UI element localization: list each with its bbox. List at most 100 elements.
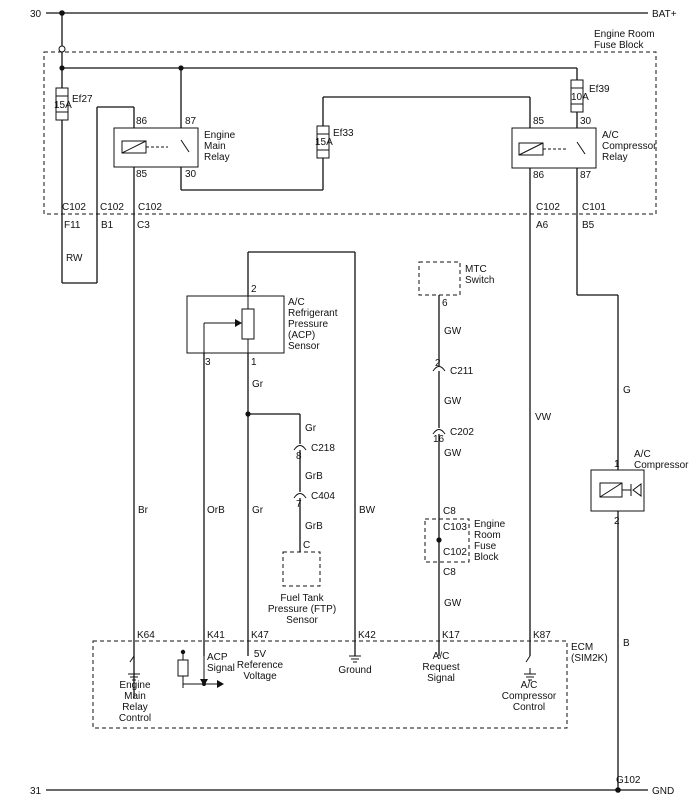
mtc-pin-6: 6 bbox=[442, 298, 448, 309]
engine-main-relay: 86 87 85 30 Engine Main Relay bbox=[113, 68, 323, 698]
emr-pin-30: 30 bbox=[185, 169, 197, 180]
conn-b5: B5 bbox=[582, 220, 595, 231]
wire-gr-1: Gr bbox=[252, 379, 264, 390]
engine-room-fuse-block: Engine Room Fuse Block bbox=[43, 29, 657, 215]
inline-pin-2: 2 bbox=[435, 358, 441, 369]
comp-label-1: A/C bbox=[634, 449, 651, 460]
ecm-emr-ctrl-4: Control bbox=[119, 713, 151, 724]
acr-label-3: Relay bbox=[602, 152, 628, 163]
ftp-sensor: C Fuel Tank Pressure (FTP) Sensor bbox=[268, 540, 336, 626]
ecm-ac-req-2: Request bbox=[422, 662, 459, 673]
mtc-label-2: Switch bbox=[465, 275, 494, 286]
acr-pin-86: 86 bbox=[533, 170, 545, 181]
ecm-ac-req-1: A/C bbox=[433, 651, 450, 662]
acp-label-1: A/C bbox=[288, 297, 305, 308]
ecm-pin-k42: K42 bbox=[358, 630, 376, 641]
wire-gw-1: GW bbox=[444, 326, 462, 337]
fb2-label-1: Engine bbox=[474, 519, 506, 530]
fb2-c8-bottom: C8 bbox=[443, 567, 456, 578]
conn-f11: F11 bbox=[64, 220, 81, 231]
acp-label-5: Sensor bbox=[288, 341, 320, 352]
fuse-block-connectors: C102 F11 C102 B1 C102 C3 C102 A6 C101 B5 bbox=[62, 202, 606, 231]
ground-point-g102: G102 bbox=[616, 775, 641, 786]
fuse-ef33: Ef33 15A bbox=[315, 96, 531, 190]
wire-gw-4: GW bbox=[444, 598, 462, 609]
emr-label-2: Main bbox=[204, 141, 226, 152]
wire-orb: OrB bbox=[207, 505, 225, 516]
ecm-ac-req-3: Signal bbox=[427, 673, 455, 684]
inline-c211: C211 bbox=[450, 366, 474, 377]
acr-pin-30: 30 bbox=[580, 116, 592, 127]
acp-label-2: Refrigerant bbox=[288, 308, 338, 319]
wire-br: Br bbox=[138, 505, 149, 516]
emr-label-3: Relay bbox=[204, 152, 230, 163]
wire-g: G bbox=[623, 385, 631, 396]
mtc-label-1: MTC bbox=[465, 264, 487, 275]
ac-request-line: 2 C211 16 C202 bbox=[432, 295, 474, 656]
fuse-ef33-rating: 15A bbox=[315, 137, 333, 148]
ecm-emr-ctrl-2: Main bbox=[124, 691, 146, 702]
wire-gr-2: Gr bbox=[252, 505, 264, 516]
ac-compressor: 1 2 A/C Compressor bbox=[590, 449, 689, 790]
ftp-label-1: Fuel Tank bbox=[280, 593, 324, 604]
fuse-ef39-rating: 10A bbox=[571, 92, 589, 103]
rail-bottom-label: GND bbox=[652, 786, 674, 797]
ecm-pin-k64: K64 bbox=[137, 630, 155, 641]
wire-gr-3: Gr bbox=[305, 423, 317, 434]
ecm-ground: Ground bbox=[338, 665, 371, 676]
conn-c102-a: C102 bbox=[62, 202, 86, 213]
fuse-ef33-name: Ef33 bbox=[333, 128, 354, 139]
acp-pin-1: 1 bbox=[251, 357, 257, 368]
inline-c218: C218 bbox=[311, 443, 335, 454]
ecm-pin-k87: K87 bbox=[533, 630, 551, 641]
fb2-label-4: Block bbox=[474, 552, 499, 563]
conn-b1: B1 bbox=[101, 220, 114, 231]
acp-label-4: (ACP) bbox=[288, 330, 315, 341]
ecm-comp-ctrl-1: A/C bbox=[521, 680, 538, 691]
conn-c102-c: C102 bbox=[138, 202, 162, 213]
acp-sensor: 2 3 1 A/C Refrigerant Pressure (ACP) Sen… bbox=[186, 251, 356, 656]
fb2-label-3: Fuse bbox=[474, 541, 497, 552]
rail-top-num: 30 bbox=[30, 9, 42, 20]
conn-c102-d: C102 bbox=[536, 202, 560, 213]
inline-c202: C202 bbox=[450, 427, 474, 438]
fuse-ef27-name: Ef27 bbox=[72, 94, 93, 105]
fuse-block-title-1: Engine Room bbox=[594, 29, 655, 40]
ecm-acp-sig-2: Signal bbox=[207, 663, 235, 674]
ftp-label-2: Pressure (FTP) bbox=[268, 604, 336, 615]
comp-pin-2: 2 bbox=[614, 516, 620, 527]
ecm-5v-ref-2: Reference bbox=[237, 660, 284, 671]
gnd-rail: 31 GND bbox=[30, 786, 674, 797]
emr-pin-86: 86 bbox=[136, 116, 148, 127]
ecm-emr-ctrl-3: Relay bbox=[122, 702, 148, 713]
conn-a6: A6 bbox=[536, 220, 549, 231]
wire-gw-2: GW bbox=[444, 396, 462, 407]
comp-label-2: Compressor bbox=[634, 460, 689, 471]
conn-c3: C3 bbox=[137, 220, 150, 231]
ecm-comp-ctrl-2: Compressor bbox=[502, 691, 557, 702]
inline-pin-7: 7 bbox=[296, 499, 302, 510]
mtc-switch: MTC Switch 6 bbox=[418, 261, 494, 309]
comp-pin-1: 1 bbox=[614, 459, 620, 470]
bat-rail: 30 BAT+ bbox=[30, 9, 677, 20]
ecm-acp-sig-1: ACP bbox=[207, 652, 228, 663]
ecm-label-1: ECM bbox=[571, 642, 593, 653]
fb2-c102: C102 bbox=[443, 547, 467, 558]
fuse-ef39: Ef39 10A bbox=[570, 68, 610, 128]
fb2-c103: C103 bbox=[443, 522, 467, 533]
fuse-ef27-rating: 15A bbox=[54, 100, 72, 111]
inline-pin-16: 16 bbox=[433, 434, 445, 445]
fuse-block-pass-through: C8 C103 C102 C8 Engine Room Fuse Block bbox=[424, 506, 506, 578]
acr-pin-87: 87 bbox=[580, 170, 592, 181]
ftp-pin-c: C bbox=[303, 540, 310, 551]
ecm: ECM (SIM2K) K64 K41 K47 K42 K17 K87 Engi… bbox=[92, 630, 608, 729]
acr-pin-85: 85 bbox=[533, 116, 545, 127]
wire-rw: RW bbox=[66, 253, 83, 264]
ac-compressor-relay: 85 30 86 87 A/C Compressor Relay bbox=[511, 116, 657, 656]
emr-pin-85: 85 bbox=[136, 169, 148, 180]
ftp-branch: 8 C218 7 C404 bbox=[248, 413, 335, 552]
acp-pin-3: 3 bbox=[205, 357, 211, 368]
wire-vw: VW bbox=[535, 412, 552, 423]
ftp-label-3: Sensor bbox=[286, 615, 318, 626]
